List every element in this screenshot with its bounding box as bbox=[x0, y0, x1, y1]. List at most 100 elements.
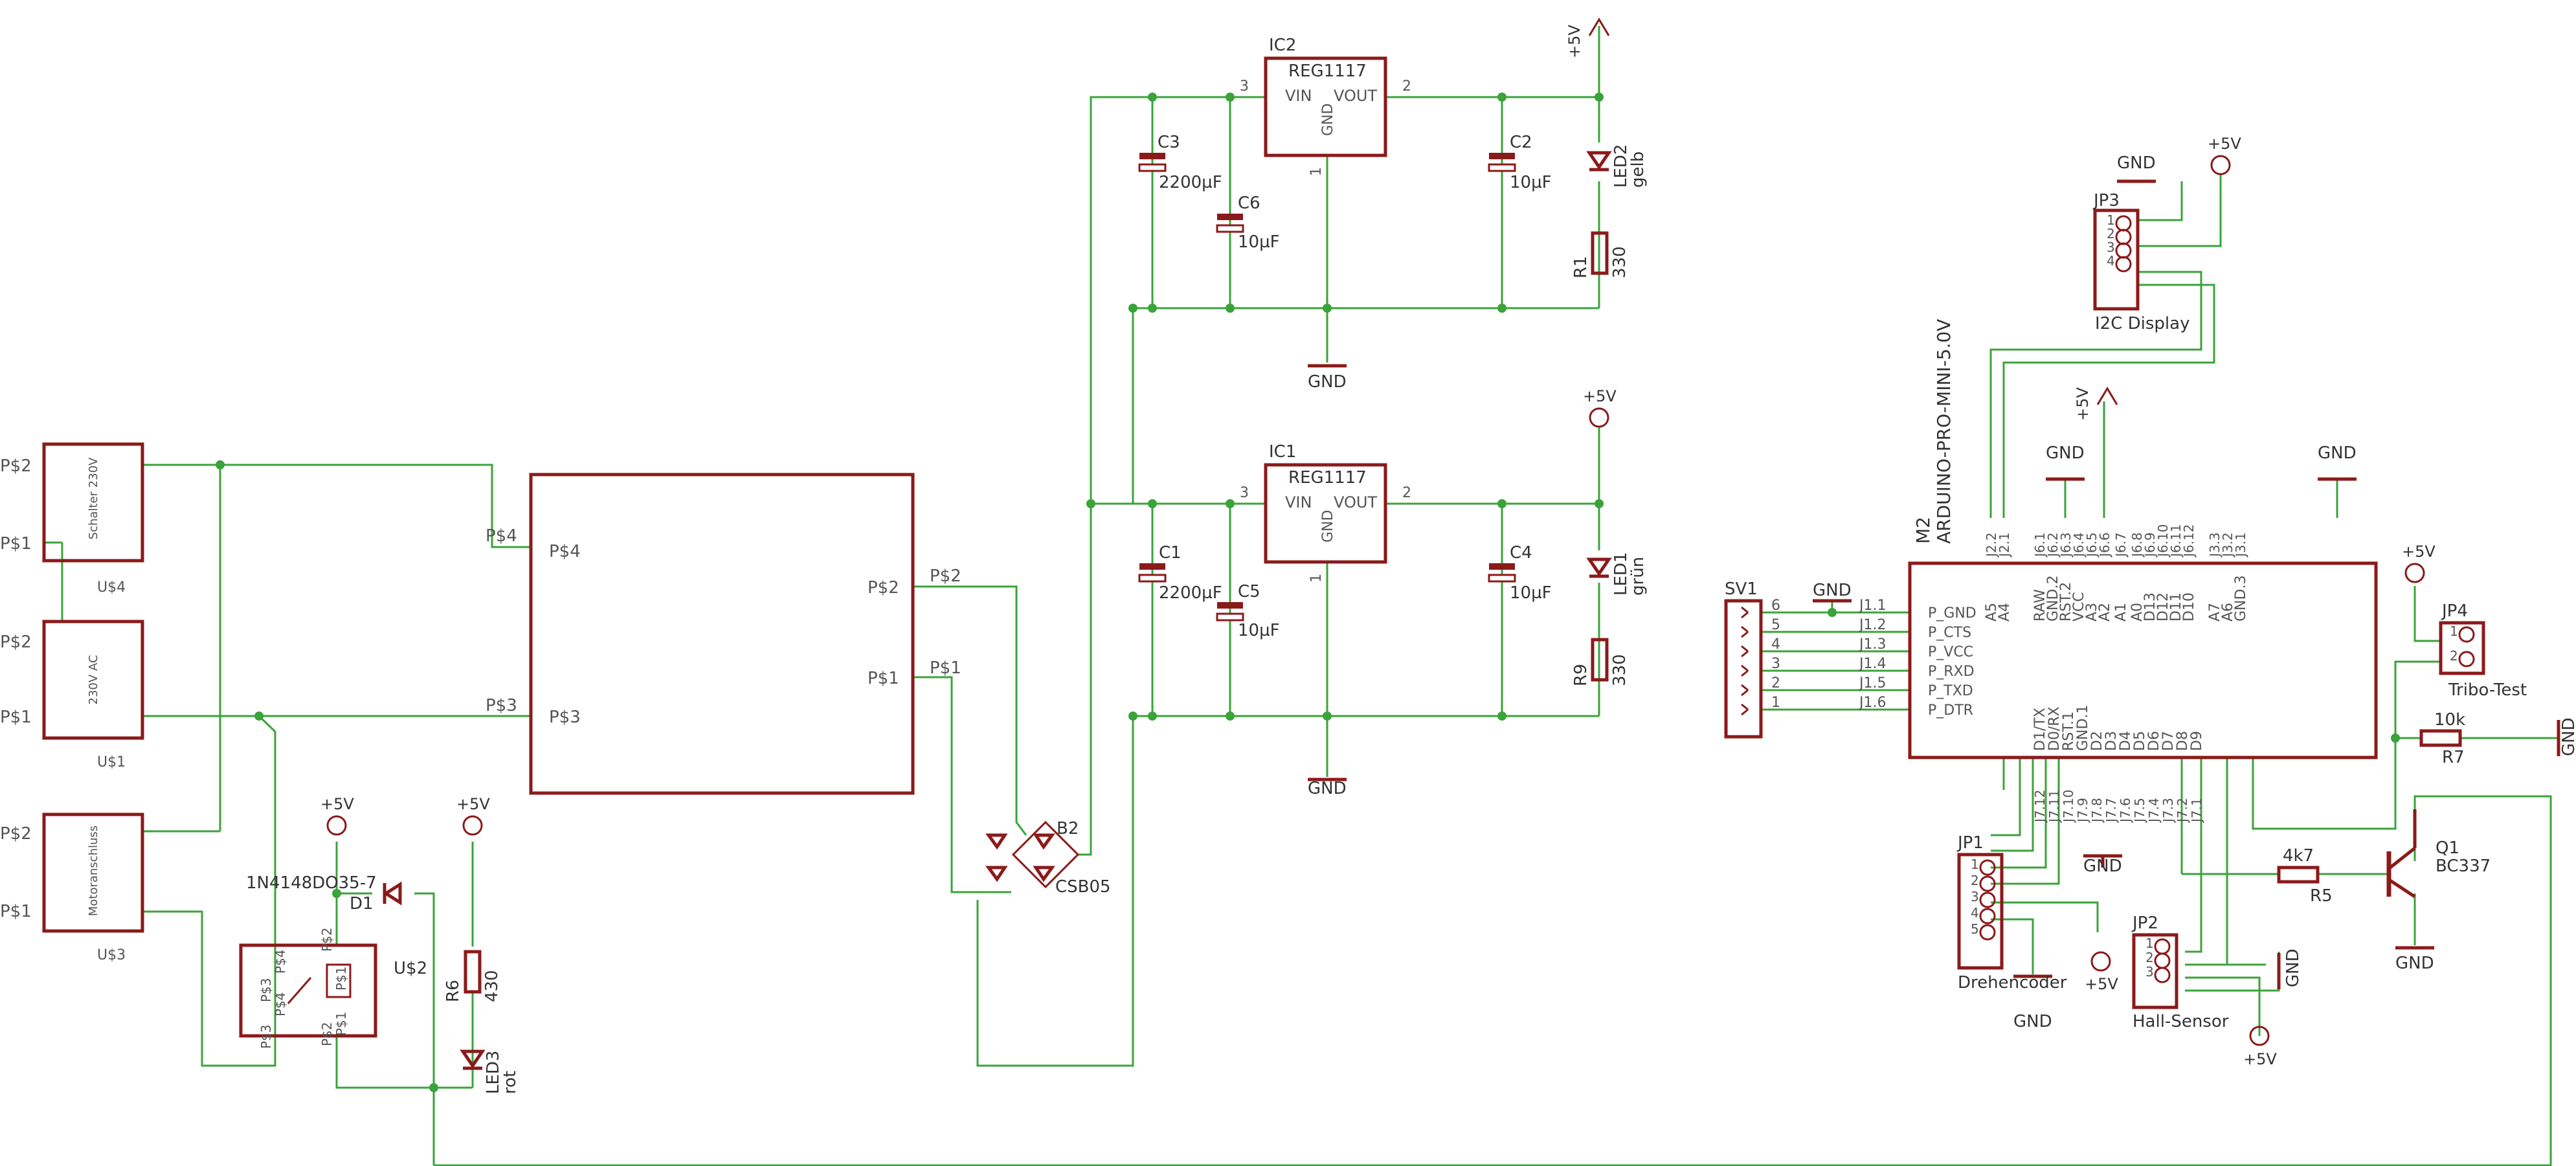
bridge-rectifier-b2: B2 CSB05 bbox=[985, 819, 1111, 897]
m2-pin-label: D6 bbox=[2146, 731, 2162, 751]
svg-text:R9: R9 bbox=[1571, 664, 1591, 686]
svg-text:10k: 10k bbox=[2434, 710, 2465, 730]
m2-pin-label: D1/TX bbox=[2032, 708, 2048, 751]
jp1-pin-number: 4 bbox=[1971, 905, 1979, 921]
m2-pin-number: J7.5 bbox=[2132, 798, 2147, 824]
svg-text:REG1117: REG1117 bbox=[1288, 468, 1367, 488]
m2-pin-number: J3.3 bbox=[2207, 532, 2223, 558]
svg-text:Q1: Q1 bbox=[2436, 838, 2459, 858]
m2-pin-number: J6.5 bbox=[2084, 532, 2100, 558]
m2-pin-label: VCC bbox=[2071, 592, 2087, 622]
m2-pin-label: RST.1 bbox=[2061, 712, 2077, 751]
svg-text:Drehencoder: Drehencoder bbox=[1958, 973, 2067, 992]
m2-pin-number: J3.1 bbox=[2233, 532, 2248, 558]
svg-text:230V AC: 230V AC bbox=[87, 655, 100, 705]
led-led1: LED1 grün bbox=[1586, 552, 1648, 596]
relay-u2: P$3 P$3 P$4 P$4 P$2 P$2 P$1 P$1 U$2 bbox=[239, 927, 427, 1049]
sv1-pin bbox=[1741, 689, 1749, 697]
svg-text:P$3: P$3 bbox=[258, 978, 274, 1002]
jp3-pin bbox=[2115, 229, 2132, 245]
m2-pin-label: P_CTS bbox=[1928, 625, 1971, 641]
m2-pin-number: J6.12 bbox=[2181, 524, 2197, 558]
m2-pin-number: J1.2 bbox=[1858, 617, 1886, 633]
svg-text:R1: R1 bbox=[1571, 256, 1591, 278]
m2-pin-label: D9 bbox=[2189, 731, 2205, 751]
svg-text:GND: GND bbox=[2117, 153, 2156, 173]
svg-text:P$1: P$1 bbox=[0, 902, 32, 921]
jp4-pin-number: 1 bbox=[2450, 623, 2458, 639]
svg-text:330: 330 bbox=[1610, 654, 1630, 686]
svg-text:C5: C5 bbox=[1238, 582, 1260, 601]
power-module: P$4 P$4 P$3 P$3 P$2 P$2 P$1 P$1 bbox=[486, 473, 961, 795]
sv1-pin-number: 5 bbox=[1771, 617, 1780, 633]
svg-text:SV1: SV1 bbox=[1725, 579, 1758, 599]
svg-text:+5V: +5V bbox=[456, 795, 490, 813]
m2-pin-number: J6.4 bbox=[2071, 532, 2087, 558]
m2-pin-label: A0 bbox=[2129, 603, 2145, 622]
capacitor-c2: C2 10µF bbox=[1488, 133, 1552, 192]
svg-text:GND: GND bbox=[1320, 104, 1336, 136]
svg-text:10µF: 10µF bbox=[1510, 173, 1552, 192]
svg-text:R5: R5 bbox=[2310, 886, 2333, 906]
m2-pin-number: J1.4 bbox=[1858, 656, 1886, 672]
m2-pin-label: D5 bbox=[2132, 731, 2148, 751]
svg-text:JP2: JP2 bbox=[2131, 914, 2158, 933]
m2-pin-label: D10 bbox=[2181, 592, 2197, 622]
jp1-pin-number: 1 bbox=[1971, 857, 1979, 872]
jp1-pin-number: 3 bbox=[1971, 889, 1979, 904]
m2-pin-number: J2.2 bbox=[1984, 532, 1999, 558]
svg-text:+5V: +5V bbox=[2402, 543, 2436, 561]
led-led3: LED3 rot bbox=[460, 1049, 520, 1094]
m2-pin-number: J7.10 bbox=[2061, 790, 2076, 824]
connector-u1: P$2 P$1 230V AC U$1 bbox=[0, 620, 144, 770]
svg-text:GND: GND bbox=[2283, 948, 2303, 987]
svg-text:1N4148DO35-7: 1N4148DO35-7 bbox=[246, 873, 377, 893]
capacitor-c3: C3 2200µF bbox=[1138, 133, 1222, 192]
m2-pin-number: J6.9 bbox=[2142, 532, 2158, 558]
m2-pin-label: A6 bbox=[2220, 603, 2236, 622]
m2-pin-label: A2 bbox=[2097, 603, 2113, 622]
svg-text:+5V: +5V bbox=[1583, 387, 1617, 405]
svg-text:P$1: P$1 bbox=[333, 1011, 349, 1036]
sv1-pin bbox=[1741, 703, 1749, 711]
svg-text:LED1: LED1 bbox=[1611, 552, 1631, 596]
svg-text:+5V: +5V bbox=[320, 795, 354, 813]
svg-text:P$2: P$2 bbox=[319, 1022, 335, 1046]
m2-pin-number: J3.2 bbox=[2220, 532, 2235, 558]
jp2-pin bbox=[2154, 967, 2171, 983]
m2-pin-number: J6.8 bbox=[2129, 532, 2145, 558]
sv1-pin bbox=[1741, 625, 1749, 633]
svg-text:GND: GND bbox=[2395, 954, 2434, 973]
jp1-pin-number: 5 bbox=[1971, 921, 1979, 937]
connector-u3: P$2 P$1 Motoranschluss U$3 bbox=[0, 813, 144, 963]
jp2-pin bbox=[2154, 938, 2171, 955]
jp2-pin-number: 2 bbox=[2145, 950, 2154, 965]
svg-text:P$2: P$2 bbox=[319, 927, 335, 952]
svg-text:rot: rot bbox=[500, 1071, 520, 1094]
m2-pin-number: J7.9 bbox=[2075, 798, 2090, 824]
svg-text:1: 1 bbox=[1308, 167, 1325, 176]
jp4-pin bbox=[2458, 626, 2475, 643]
jp1-pin-number: 2 bbox=[1971, 873, 1979, 888]
svg-text:B2: B2 bbox=[1057, 819, 1079, 838]
m2-pin-number: J7.6 bbox=[2118, 798, 2133, 824]
svg-text:JP4: JP4 bbox=[2441, 601, 2468, 621]
svg-text:U$4: U$4 bbox=[97, 579, 126, 596]
svg-text:+5V: +5V bbox=[2074, 387, 2092, 421]
svg-text:U$1: U$1 bbox=[97, 754, 126, 770]
svg-text:R6: R6 bbox=[443, 980, 463, 1002]
svg-text:BC337: BC337 bbox=[2436, 857, 2491, 876]
capacitor-c5: C5 10µF bbox=[1216, 582, 1280, 640]
sv1-pin bbox=[1741, 684, 1749, 691]
sv1-pin-number: 6 bbox=[1771, 598, 1780, 614]
svg-text:grün: grün bbox=[1628, 557, 1648, 596]
svg-text:P$4: P$4 bbox=[486, 526, 517, 546]
svg-text:+5V: +5V bbox=[2085, 975, 2118, 993]
svg-text:P$2: P$2 bbox=[868, 578, 899, 598]
jp3-pin-number: 4 bbox=[2107, 253, 2115, 269]
svg-text:2: 2 bbox=[1402, 78, 1411, 95]
m2-pin-number: J6.6 bbox=[2097, 532, 2112, 558]
